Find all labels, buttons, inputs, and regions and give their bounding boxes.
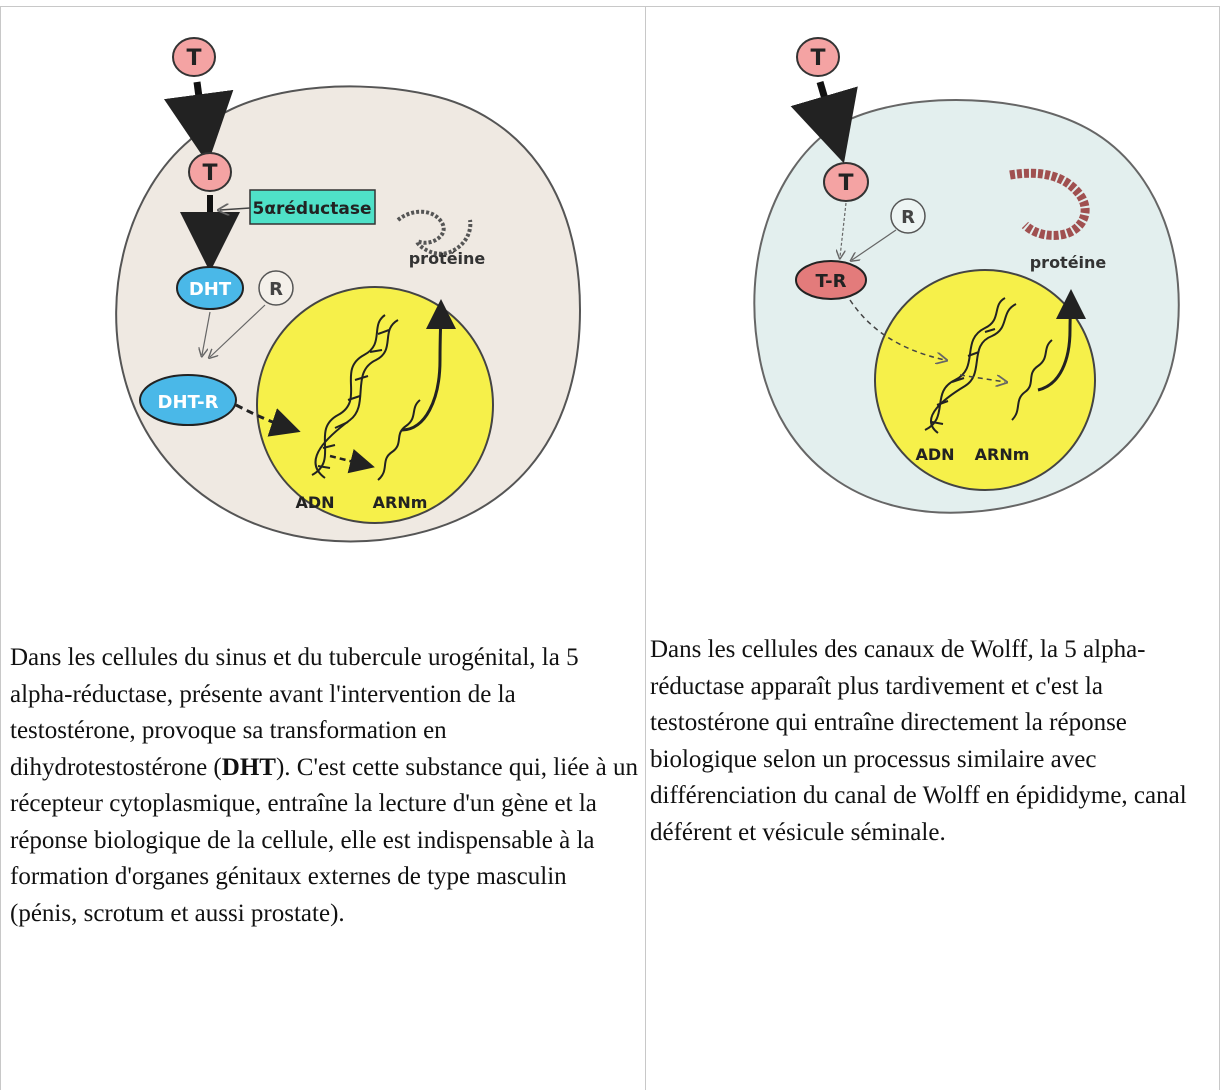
receptor-label: R [901, 207, 915, 228]
table-left-border [0, 6, 1, 1090]
left-cell-diagram: T T 5αréductase DHT R DHT-R [80, 20, 600, 560]
dna-label: ADN [295, 493, 334, 512]
enzyme-label: 5αréductase [252, 199, 371, 219]
complex-label: T-R [816, 271, 847, 292]
right-cell-diagram: T T R T-R ADN ARNm [720, 20, 1200, 540]
protein-label: protéine [1030, 253, 1107, 272]
table-top-border [0, 6, 1220, 7]
column-divider [645, 6, 646, 1090]
left-caption-bold: DHT [222, 754, 276, 781]
receptor-label: R [269, 279, 283, 300]
dht-label: DHT [189, 279, 232, 300]
right-caption-text: Dans les cellules des canaux de Wolff, l… [650, 636, 1187, 846]
testosterone-outside-label: T [186, 46, 201, 71]
testosterone-inside-label: T [838, 171, 853, 196]
protein-label: protéine [409, 249, 486, 268]
mrna-label: ARNm [975, 445, 1030, 464]
dna-label: ADN [915, 445, 954, 464]
left-caption: Dans les cellules du sinus et du tubercu… [10, 640, 640, 932]
mrna-label: ARNm [373, 493, 428, 512]
testosterone-outside-label: T [810, 46, 825, 71]
nucleus [257, 287, 493, 523]
complex-label: DHT-R [158, 392, 219, 413]
testosterone-inside-label: T [202, 161, 217, 186]
right-caption: Dans les cellules des canaux de Wolff, l… [650, 632, 1215, 851]
